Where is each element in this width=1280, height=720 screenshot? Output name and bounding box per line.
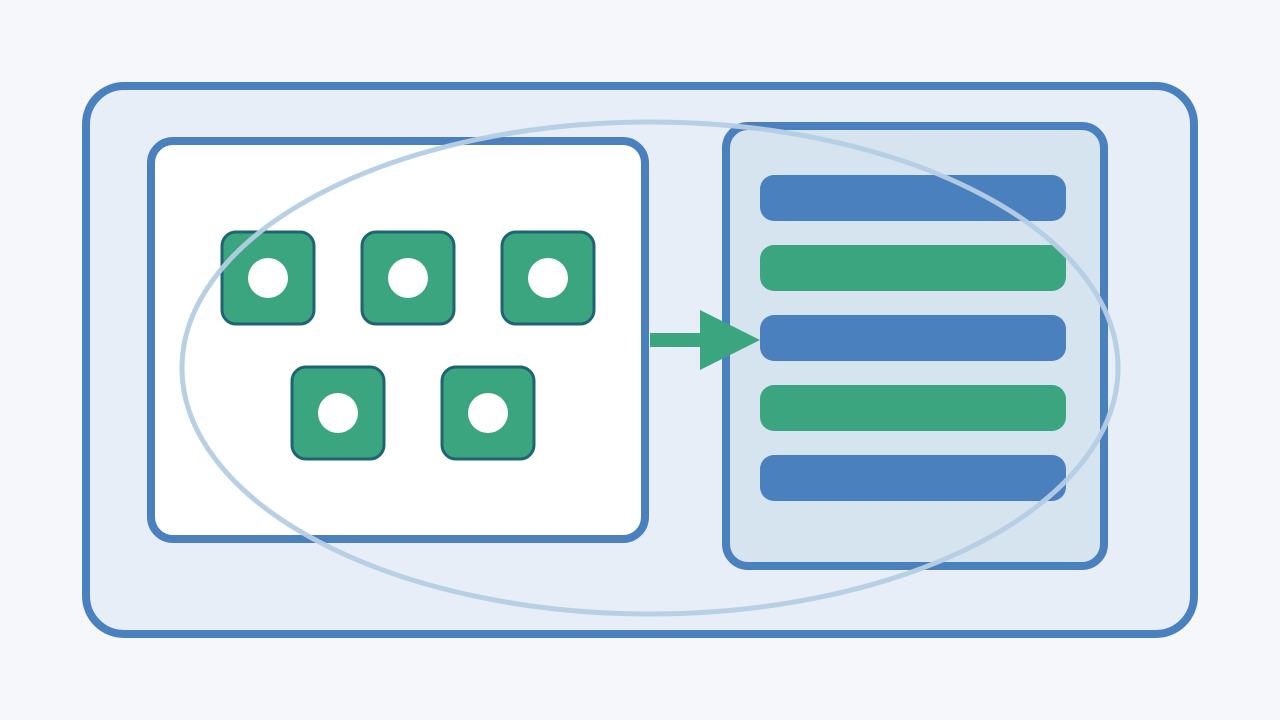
tile-dot (388, 258, 428, 298)
component-tile-icon (290, 365, 386, 461)
arrow-head (700, 310, 760, 370)
component-tile-icon (360, 230, 456, 326)
arrow-right-icon (650, 310, 760, 370)
list-bar-green (760, 385, 1066, 431)
list-bar-blue (760, 315, 1066, 361)
grouping-ellipse (179, 119, 1121, 617)
list-bar-blue (760, 455, 1066, 501)
list-bar-blue (760, 175, 1066, 221)
left-panel (147, 137, 649, 543)
tile-dot (248, 258, 288, 298)
component-tile-icon (440, 365, 536, 461)
tile-dot (318, 393, 358, 433)
bar-list (760, 175, 1066, 501)
tile-grid (220, 230, 596, 461)
list-bar-green (760, 245, 1066, 291)
tile-dot (468, 393, 508, 433)
component-tile-icon (500, 230, 596, 326)
arrow-shaft (650, 333, 704, 347)
tile-dot (528, 258, 568, 298)
component-tile-icon (220, 230, 316, 326)
